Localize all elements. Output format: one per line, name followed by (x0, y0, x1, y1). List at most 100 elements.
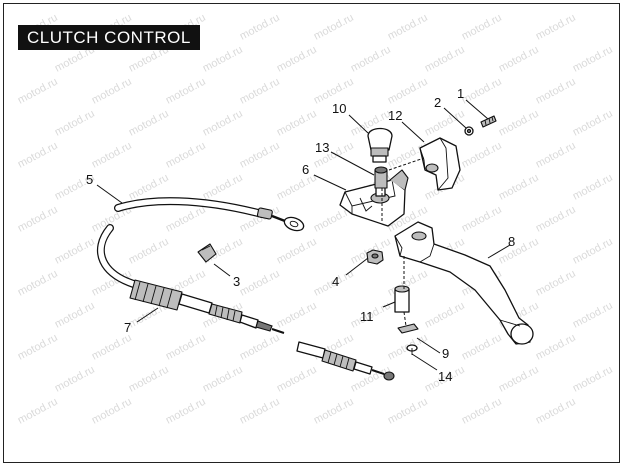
callout-14: 14 (438, 369, 452, 384)
watermark-text: motod.ru (53, 236, 97, 267)
watermark-text: motod.ru (127, 236, 171, 267)
watermark-text: motod.ru (312, 396, 356, 427)
watermark-text: motod.ru (460, 140, 504, 171)
watermark-text: motod.ru (164, 76, 208, 107)
watermark-text: motod.ru (534, 204, 578, 235)
watermark-text: motod.ru (16, 76, 60, 107)
watermark-text: motod.ru (275, 236, 319, 267)
watermark-text: motod.ru (90, 140, 134, 171)
watermark-text: motod.ru (238, 332, 282, 363)
callout-13: 13 (315, 140, 329, 155)
watermark-text: motod.ru (497, 364, 541, 395)
part-13-pivot-pin (374, 166, 388, 189)
part-12-mirror-clamp (419, 137, 461, 191)
watermark-text: motod.ru (164, 332, 208, 363)
watermark-text: motod.ru (16, 332, 60, 363)
part-4-nut (366, 249, 384, 265)
watermark-text: motod.ru (275, 108, 319, 139)
callout-labels: 1 2 3 4 5 6 7 8 9 10 11 12 13 14 (86, 86, 515, 384)
watermark-text: motod.ru (201, 44, 245, 75)
watermark-text: motod.ru (534, 332, 578, 363)
part-5-clutch-cable (114, 197, 305, 232)
watermark-text: motod.ru (386, 396, 430, 427)
watermark-text: motod.ru (571, 44, 615, 75)
watermark-text: motod.ru (201, 364, 245, 395)
watermark-text: motod.ru (460, 76, 504, 107)
part-7-cable-adjuster-assembly (96, 224, 395, 381)
watermark-text: motod.ru (238, 140, 282, 171)
watermark-text: motod.ru (90, 396, 134, 427)
watermark-text: motod.ru (460, 12, 504, 43)
watermark-text: motod.ru (127, 364, 171, 395)
watermark-text: motod.ru (571, 236, 615, 267)
watermark-text: motod.ru (275, 44, 319, 75)
watermark-text: motod.ru (201, 172, 245, 203)
watermark-text: motod.ru (571, 172, 615, 203)
part-14-retaining-ring (406, 344, 418, 355)
part-10-dust-cap (367, 127, 393, 163)
watermark-text: motod.ru (275, 300, 319, 331)
watermark-text: motod.ru (386, 76, 430, 107)
watermark-text: motod.ru (460, 204, 504, 235)
diagram-title: CLUTCH CONTROL (18, 25, 200, 50)
watermark-text: motod.ru (53, 364, 97, 395)
callout-11: 11 (360, 309, 374, 324)
watermark-text: motod.ru (534, 396, 578, 427)
callout-9: 9 (442, 346, 449, 361)
watermark-text: motod.ru (497, 108, 541, 139)
part-2-washer (464, 126, 474, 136)
watermark-text: motod.ru (164, 140, 208, 171)
watermark-text: motod.ru (460, 332, 504, 363)
watermark-text: motod.ru (90, 76, 134, 107)
callout-7: 7 (124, 320, 131, 335)
watermark-text: motod.ru (164, 204, 208, 235)
watermark-text: motod.ru (16, 140, 60, 171)
watermark-text: motod.ru (238, 396, 282, 427)
callout-10: 10 (332, 101, 346, 116)
callout-2: 2 (434, 95, 441, 110)
watermark-text: motod.ru (275, 364, 319, 395)
callout-12: 12 (388, 108, 402, 123)
callout-5: 5 (86, 172, 93, 187)
watermark-text: motod.ru (127, 108, 171, 139)
leader-lines (96, 99, 511, 371)
callout-8: 8 (508, 234, 515, 249)
watermark-text: motod.ru (497, 44, 541, 75)
watermark-text: motod.ru (312, 12, 356, 43)
watermark-text: motod.ru (238, 268, 282, 299)
watermark-text: motod.ru (497, 236, 541, 267)
watermark-text: motod.ru (497, 172, 541, 203)
part-8-clutch-lever (394, 221, 534, 345)
watermark-text: motod.ru (90, 332, 134, 363)
watermark-text: motod.ru (571, 364, 615, 395)
watermark-text: motod.ru (571, 108, 615, 139)
watermark-text: motod.ru (164, 396, 208, 427)
callout-1: 1 (457, 86, 464, 101)
callout-6: 6 (302, 162, 309, 177)
watermark-text: motod.ru (534, 268, 578, 299)
watermark-text: motod.ru (571, 300, 615, 331)
watermark-text: motod.ru (534, 12, 578, 43)
callout-4: 4 (332, 274, 339, 289)
part-1-screw (480, 115, 497, 128)
watermark-text: motod.ru (534, 140, 578, 171)
watermark-text: motod.ru (53, 108, 97, 139)
watermark-text: motod.ru (238, 76, 282, 107)
watermark-text: motod.ru (423, 44, 467, 75)
watermark-text: motod.ru (423, 300, 467, 331)
watermark-text: motod.ru (275, 172, 319, 203)
watermark-text: motod.ru (534, 76, 578, 107)
part-11-pivot-bushing (394, 285, 410, 313)
part-9-anti-rattle-spring (397, 323, 419, 334)
callout-3: 3 (233, 274, 240, 289)
watermark-text: motod.ru (16, 268, 60, 299)
part-3-cable-clip (197, 243, 217, 263)
watermark-text: motod.ru (16, 204, 60, 235)
watermark-text: motod.ru (53, 300, 97, 331)
watermark-text: motod.ru (201, 108, 245, 139)
watermark-text: motod.ru (238, 12, 282, 43)
watermark-text: motod.ru (460, 396, 504, 427)
watermark-text: motod.ru (16, 396, 60, 427)
